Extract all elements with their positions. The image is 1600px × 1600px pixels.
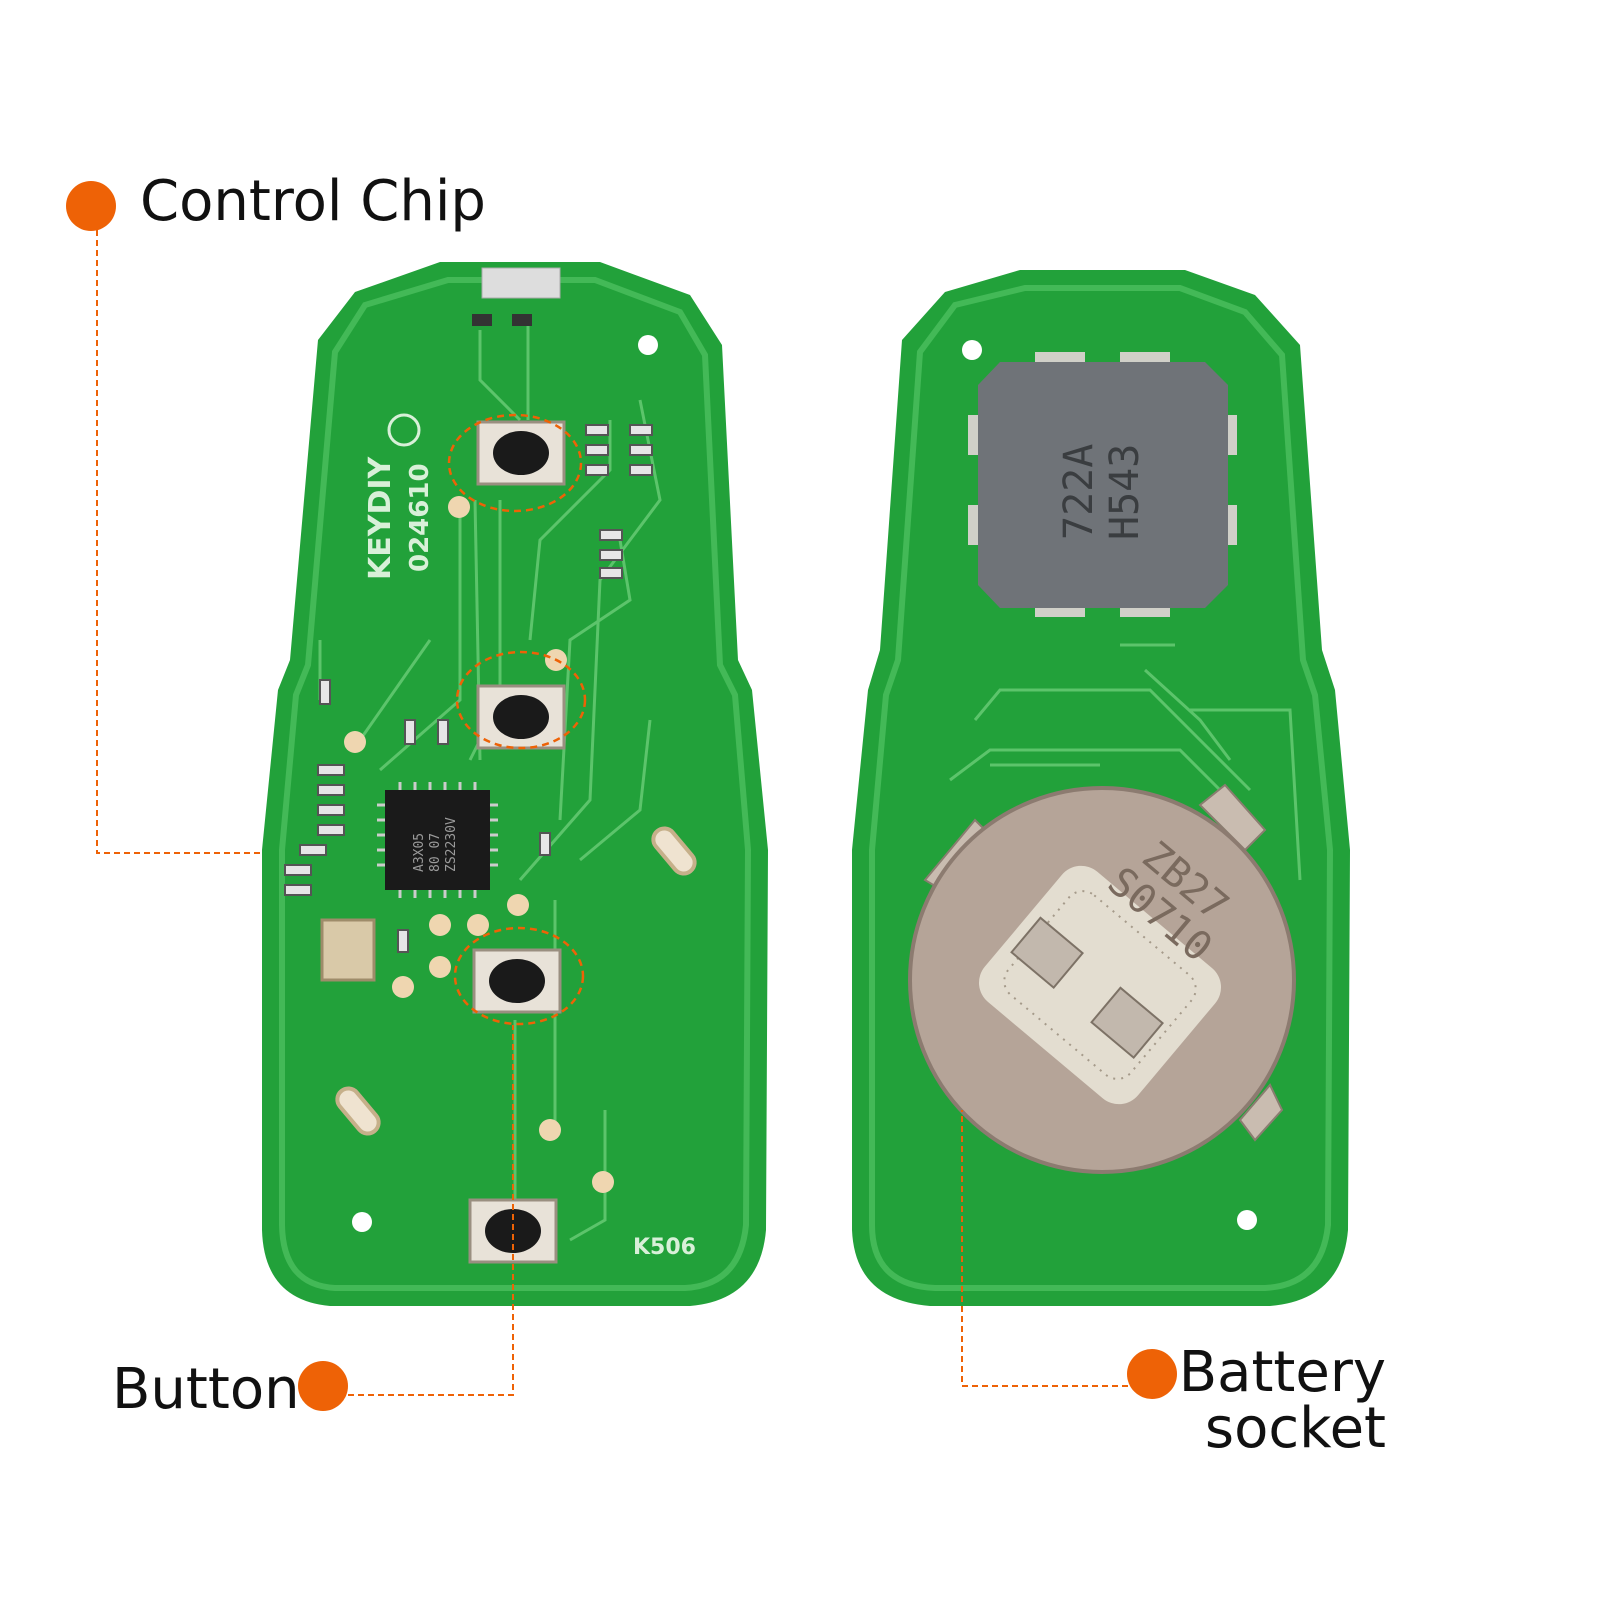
control-chip: A3X05 80 07 ZS2230V <box>377 782 498 898</box>
chip-marking-3: ZS2230V <box>444 817 459 872</box>
model-silkscreen: K506 <box>633 1235 696 1260</box>
callout-dot-battery-socket <box>1127 1349 1177 1399</box>
callout-button: Button <box>112 1357 300 1422</box>
callout-dot-control-chip <box>66 181 116 231</box>
tactile-button <box>468 420 566 1264</box>
module-marking-1: 722A <box>1056 444 1102 540</box>
chip-marking-2: 80 07 <box>428 833 443 872</box>
pcb-back: 722A H543 ZB27 S0710 <box>852 270 1350 1306</box>
chip-marking-1: A3X05 <box>412 833 427 872</box>
pcb-front: A3X05 80 07 ZS2230V KEYDIY 024610 K506 <box>262 262 768 1306</box>
module-marking-2: H543 <box>1102 444 1148 540</box>
callout-battery-socket-line1: Battery <box>1178 1340 1386 1405</box>
callout-battery-socket: Battery socket <box>1179 1345 1386 1457</box>
rf-module: 722A H543 <box>968 352 1237 617</box>
callout-battery-socket-line2: socket <box>1204 1396 1386 1461</box>
callout-control-chip: Control Chip <box>140 169 486 234</box>
brand-silkscreen: KEYDIY <box>363 455 398 580</box>
battery-socket: ZB27 S0710 <box>908 783 1296 1174</box>
callout-dot-button <box>298 1361 348 1411</box>
serial-silkscreen: 024610 <box>405 463 435 572</box>
leader-lines <box>96 230 1128 1396</box>
